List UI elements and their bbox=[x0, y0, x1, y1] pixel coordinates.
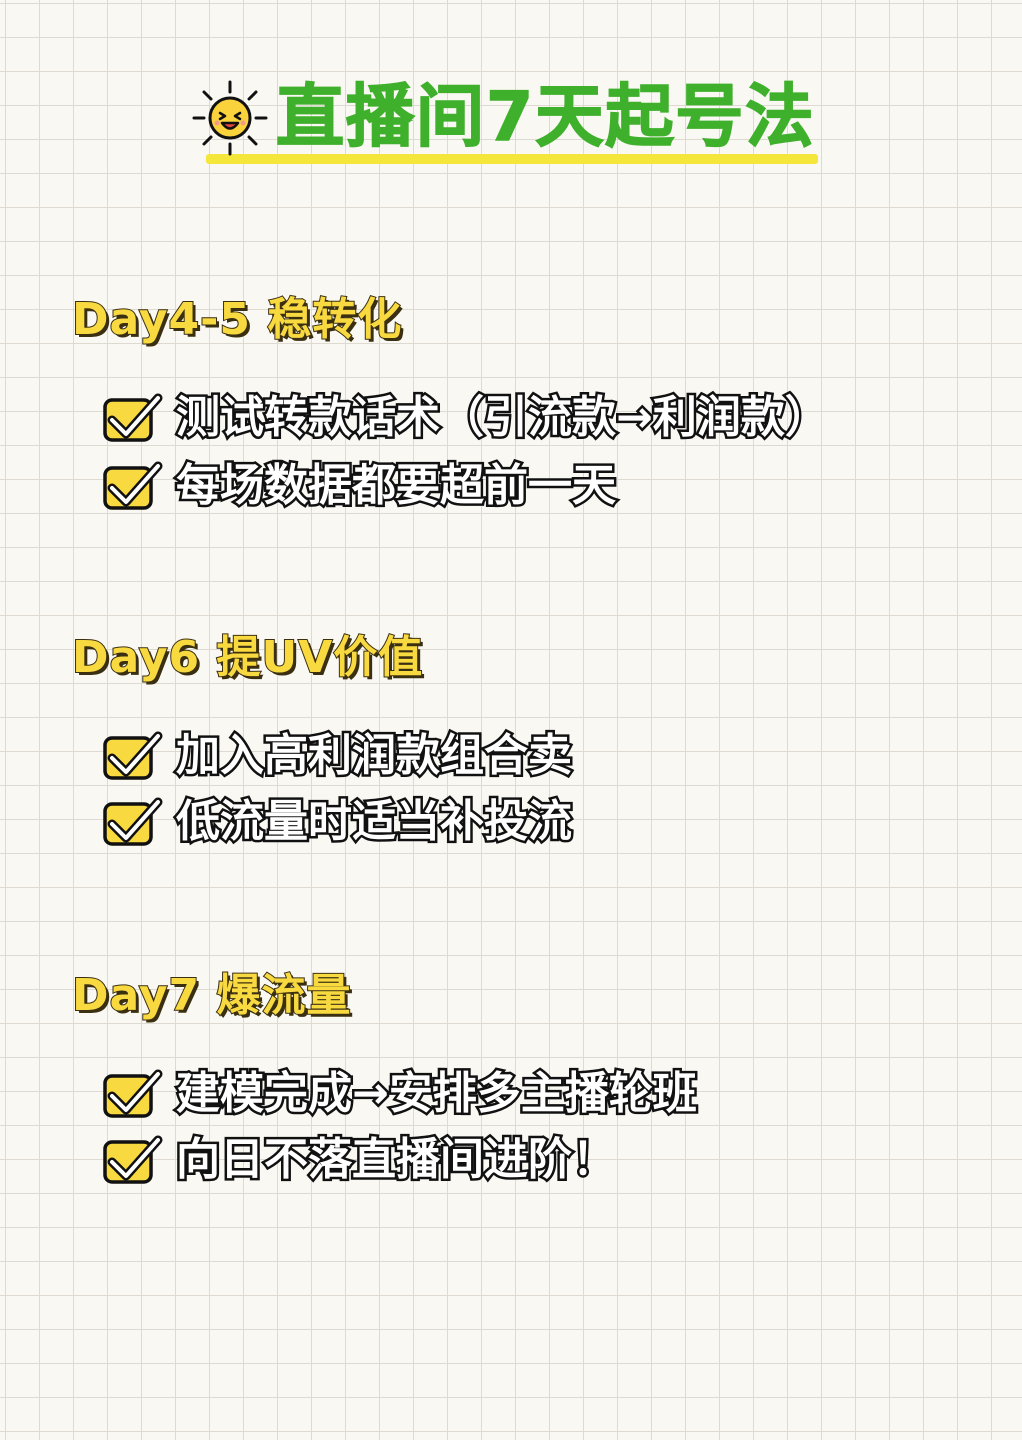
section-heading-day7: Day7 爆流量 bbox=[71, 969, 352, 1022]
checked-box-icon bbox=[103, 1135, 163, 1184]
checked-box-icon bbox=[103, 1069, 163, 1118]
laughing-sun-icon bbox=[192, 80, 268, 156]
list-item-text: 低流量时适当补投流 bbox=[174, 794, 575, 850]
list-item: 建模完成→安排多主播轮班 bbox=[102, 1064, 962, 1124]
checked-box-icon bbox=[103, 393, 163, 442]
list-item-text: 建模完成→安排多主播轮班 bbox=[174, 1066, 700, 1122]
list-item: 低流量时适当补投流 bbox=[102, 792, 962, 852]
section-heading-day6: Day6 提UV价值 bbox=[71, 631, 424, 684]
list-item: 每场数据都要超前一天 bbox=[102, 456, 962, 516]
title-underline bbox=[206, 154, 818, 164]
title-block: 直播间7天起号法 bbox=[190, 70, 830, 170]
section-heading-day4-5: Day4-5 稳转化 bbox=[71, 293, 403, 346]
list-item: 测试转款话术（引流款→利润款） bbox=[102, 388, 962, 448]
checked-box-icon bbox=[103, 731, 163, 780]
list-item-text: 每场数据都要超前一天 bbox=[174, 458, 619, 514]
list-item-text: 向日不落直播间进阶！ bbox=[174, 1132, 619, 1188]
list-item-text: 测试转款话术（引流款→利润款） bbox=[174, 390, 832, 446]
list-item-text: 加入高利润款组合卖 bbox=[174, 728, 575, 784]
checked-box-icon bbox=[103, 797, 163, 846]
list-item: 加入高利润款组合卖 bbox=[102, 726, 962, 786]
checked-box-icon bbox=[103, 461, 163, 510]
list-item: 向日不落直播间进阶！ bbox=[102, 1130, 962, 1190]
page-title: 直播间7天起号法 bbox=[275, 77, 816, 158]
